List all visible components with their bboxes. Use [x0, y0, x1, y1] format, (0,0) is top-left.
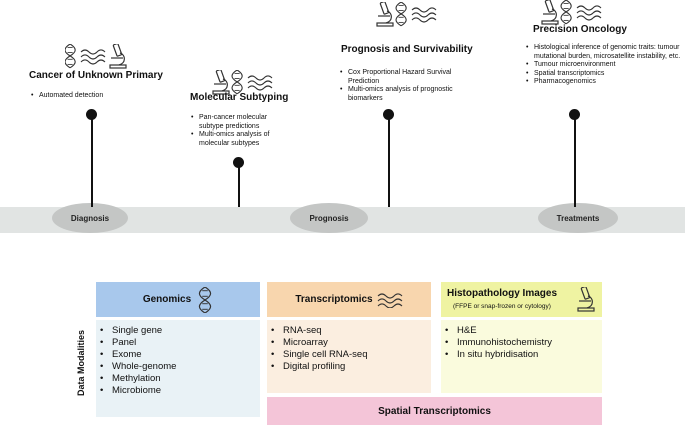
genomics-body: Single gene Panel Exome Whole-genome Met… — [96, 320, 260, 417]
list-item: In situ hybridisation — [445, 349, 552, 361]
microscope-icon — [376, 0, 394, 27]
prognosis-list: Cox Proportional Hazard Survival Predict… — [340, 69, 455, 103]
list-item: Tumour microenvironment — [526, 61, 682, 70]
dna-icon — [198, 286, 212, 313]
list-item: Multi-omics analysis of molecular subtyp… — [191, 131, 291, 148]
histopathology-list: H&E Immunohistochemistry In situ hybridi… — [445, 325, 552, 361]
pin-stem-prognosis — [388, 114, 390, 207]
pin-stem-precision — [574, 114, 576, 207]
list-item: H&E — [445, 325, 552, 337]
histopathology-subtitle: (FFPE or snap-frozen or cytology) — [453, 303, 551, 310]
list-item: Microarray — [271, 337, 367, 349]
stage-label: Diagnosis — [70, 213, 110, 223]
microscope-icon — [541, 0, 559, 25]
prognosis-icons — [376, 0, 444, 33]
histopathology-header: Histopathology Images (FFPE or snap-froz… — [441, 282, 602, 317]
microscope-icon — [577, 287, 595, 312]
stage-treatments: Treatments — [538, 203, 618, 233]
subtyping-list: Pan-cancer molecular subtype predictions… — [191, 114, 291, 148]
precision-title: Precision Oncology — [533, 24, 627, 35]
list-item: Single gene — [100, 325, 176, 337]
genomics-header: Genomics — [96, 282, 260, 317]
list-item: Immunohistochemistry — [445, 337, 552, 349]
transcriptomics-title: Transcriptomics — [295, 294, 373, 305]
precision-list: Histological inference of genomic traits… — [526, 44, 682, 87]
list-item: Cox Proportional Hazard Survival Predict… — [340, 69, 455, 86]
cup-title: Cancer of Unknown Primary — [29, 70, 163, 81]
subtyping-title: Molecular Subtyping — [190, 92, 289, 103]
list-item: Exome — [100, 349, 176, 361]
sequence-wave-icon — [411, 7, 437, 23]
stage-prognosis: Prognosis — [290, 203, 368, 233]
spatial-title: Spatial Transcriptomics — [378, 405, 491, 417]
dna-icon — [395, 1, 407, 27]
stage-label: Prognosis — [309, 213, 349, 223]
transcriptomics-list: RNA-seq Microarray Single cell RNA-seq D… — [271, 325, 367, 373]
pin-stem-cup — [91, 114, 93, 207]
sequence-wave-icon — [80, 49, 106, 65]
transcriptomics-header: Transcriptomics — [267, 282, 431, 317]
prognosis-title: Prognosis and Survivability — [341, 44, 473, 55]
dna-icon — [64, 43, 76, 69]
list-item: Single cell RNA-seq — [271, 349, 367, 361]
list-item: Digital profiling — [271, 361, 367, 373]
stage-diagnosis: Diagnosis — [52, 203, 128, 233]
list-item: Microbiome — [100, 385, 176, 397]
cup-list: Automated detection — [31, 92, 161, 101]
genomics-title: Genomics — [142, 294, 192, 305]
list-item: Spatial transcriptomics — [526, 70, 682, 79]
microscope-icon — [109, 42, 127, 69]
histopathology-body: H&E Immunohistochemistry In situ hybridi… — [441, 320, 602, 393]
list-item: Whole-genome — [100, 361, 176, 373]
list-item: Multi-omics analysis of prognostic bioma… — [340, 86, 455, 103]
transcriptomics-body: RNA-seq Microarray Single cell RNA-seq D… — [267, 320, 431, 393]
histopathology-title: Histopathology Images — [447, 288, 558, 299]
microscope-icon — [212, 68, 230, 95]
genomics-list: Single gene Panel Exome Whole-genome Met… — [100, 325, 176, 397]
list-item: Histological inference of genomic traits… — [526, 44, 682, 61]
list-item: Panel — [100, 337, 176, 349]
list-item: Pan-cancer molecular subtype predictions — [191, 114, 291, 131]
dna-icon — [560, 0, 572, 25]
sequence-wave-icon — [247, 75, 273, 91]
list-item: Automated detection — [31, 92, 161, 101]
list-item: Methylation — [100, 373, 176, 385]
list-item: RNA-seq — [271, 325, 367, 337]
modalities-axis-label: Data Modalities — [75, 329, 86, 397]
sequence-wave-icon — [576, 5, 602, 21]
spatial-transcriptomics-bar: Spatial Transcriptomics — [267, 397, 602, 425]
stage-label: Treatments — [556, 213, 600, 223]
list-item: Pharmacogenomics — [526, 78, 682, 87]
pin-stem-subtyping — [238, 162, 240, 207]
sequence-wave-icon — [377, 292, 403, 308]
dna-icon — [231, 69, 243, 95]
